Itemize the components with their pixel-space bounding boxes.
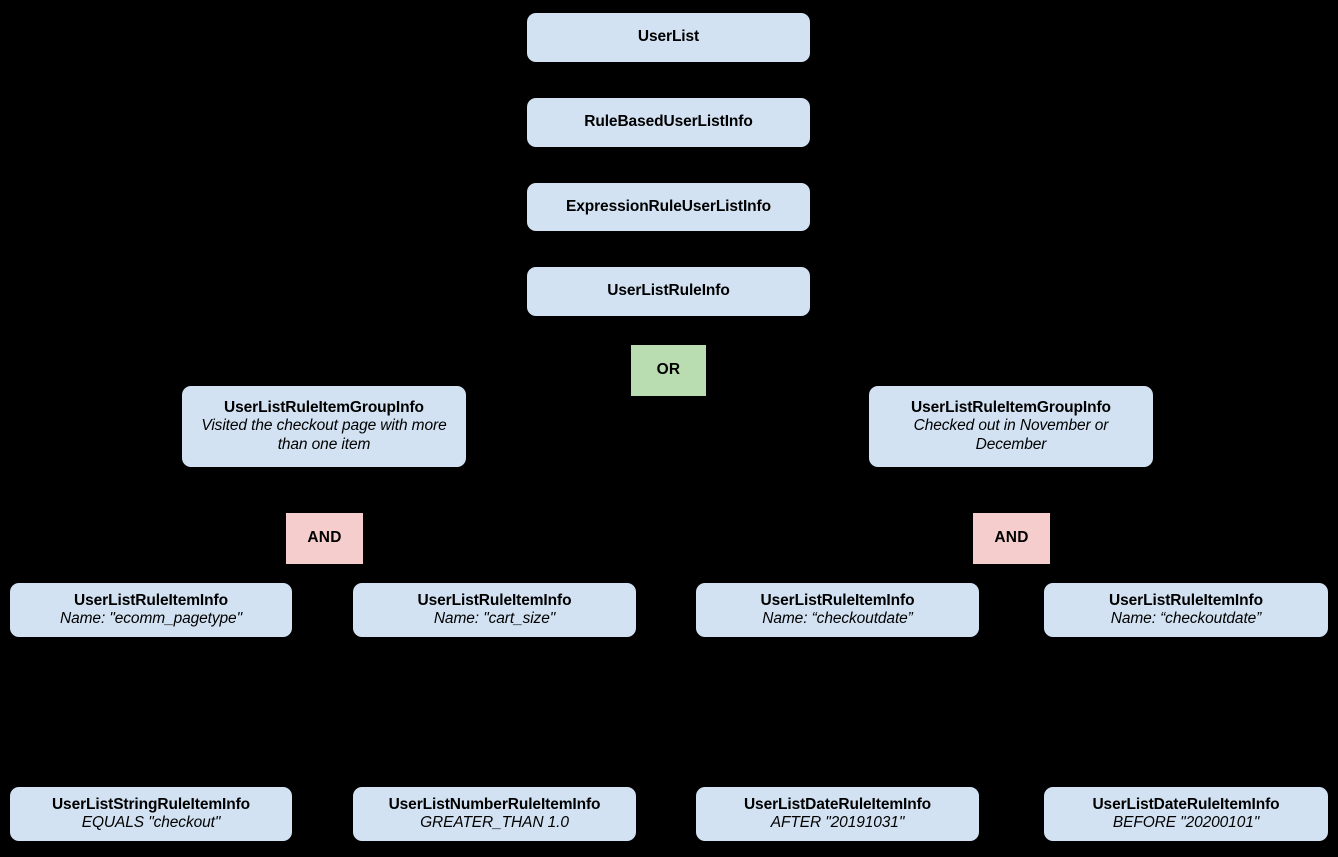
node-date-rule-before-subtitle: BEFORE "20200101": [1112, 814, 1260, 831]
node-date-rule-after[interactable]: UserListDateRuleItemInfo AFTER "20191031…: [696, 787, 979, 841]
node-rule-based-user-list-info-title: RuleBasedUserListInfo: [584, 113, 753, 131]
node-group-right-subtitle: Checked out in November or December: [913, 417, 1109, 453]
node-user-list-rule-info-title: UserListRuleInfo: [607, 282, 730, 300]
node-group-left-subtitle: Visited the checkout page with more than…: [201, 417, 447, 453]
node-and-operator-right[interactable]: AND: [973, 513, 1050, 564]
edge-and-left-to-item-cart: [347, 563, 496, 584]
node-item-cart-size-subtitle: Name: "cart_size": [433, 610, 556, 627]
node-item-checkoutdate-after[interactable]: UserListRuleItemInfo Name: “checkoutdate…: [696, 583, 979, 637]
node-rule-based-user-list-info[interactable]: RuleBasedUserListInfo: [527, 98, 810, 147]
node-string-rule-equals-checkout[interactable]: UserListStringRuleItemInfo EQUALS "check…: [10, 787, 292, 841]
node-and-operator-left[interactable]: AND: [286, 513, 363, 564]
node-group-right-title: UserListRuleItemGroupInfo: [911, 399, 1111, 417]
node-and-operator-right-label: AND: [994, 529, 1029, 547]
node-group-left-title: UserListRuleItemGroupInfo: [224, 399, 424, 417]
node-item-ecomm-pagetype-subtitle: Name: "ecomm_pagetype": [60, 610, 242, 627]
node-number-rule-greater-than-subtitle: GREATER_THAN 1.0: [420, 814, 569, 831]
node-user-list-rule-info[interactable]: UserListRuleInfo: [527, 267, 810, 316]
node-expression-rule-user-list-info[interactable]: ExpressionRuleUserListInfo: [527, 183, 810, 231]
node-user-list[interactable]: UserList: [527, 13, 810, 62]
node-and-operator-left-label: AND: [307, 529, 342, 547]
node-item-cart-size[interactable]: UserListRuleItemInfo Name: "cart_size": [353, 583, 636, 637]
arrowhead-group-right: [1001, 374, 1021, 386]
node-date-rule-before[interactable]: UserListDateRuleItemInfo BEFORE "2020010…: [1044, 787, 1328, 841]
node-or-operator[interactable]: OR: [631, 345, 706, 396]
arrowhead-group-left: [314, 374, 334, 386]
node-expression-rule-user-list-info-title: ExpressionRuleUserListInfo: [566, 197, 771, 215]
node-item-ecomm-pagetype[interactable]: UserListRuleItemInfo Name: "ecomm_pagety…: [10, 583, 292, 637]
edge-and-right-to-item-before: [1035, 563, 1187, 584]
node-item-checkoutdate-before[interactable]: UserListRuleItemInfo Name: “checkoutdate…: [1044, 583, 1328, 637]
node-string-rule-equals-checkout-title: UserListStringRuleItemInfo: [51, 795, 251, 813]
node-date-rule-after-title: UserListDateRuleItemInfo: [743, 795, 932, 813]
node-user-list-title: UserList: [637, 28, 700, 46]
node-or-operator-label: OR: [656, 361, 681, 379]
edge-and-right-to-item-after: [837, 563, 989, 584]
node-item-checkoutdate-before-subtitle: Name: “checkoutdate”: [1110, 610, 1262, 627]
node-item-cart-size-title: UserListRuleItemInfo: [417, 591, 572, 609]
edge-and-left-to-item-ecomm: [150, 563, 301, 584]
node-number-rule-greater-than-title: UserListNumberRuleItemInfo: [388, 795, 601, 813]
node-item-checkoutdate-after-title: UserListRuleItemInfo: [760, 591, 915, 609]
node-date-rule-before-title: UserListDateRuleItemInfo: [1092, 795, 1280, 813]
node-date-rule-after-subtitle: AFTER "20191031": [770, 814, 905, 831]
node-item-checkoutdate-after-subtitle: Name: “checkoutdate”: [762, 610, 913, 627]
node-item-ecomm-pagetype-title: UserListRuleItemInfo: [74, 591, 228, 609]
node-group-left[interactable]: UserListRuleItemGroupInfo Visited the ch…: [182, 386, 466, 467]
node-string-rule-equals-checkout-subtitle: EQUALS "checkout": [81, 814, 221, 831]
node-group-right[interactable]: UserListRuleItemGroupInfo Checked out in…: [869, 386, 1153, 467]
node-item-checkoutdate-before-title: UserListRuleItemInfo: [1109, 591, 1263, 609]
node-number-rule-greater-than[interactable]: UserListNumberRuleItemInfo GREATER_THAN …: [353, 787, 636, 841]
